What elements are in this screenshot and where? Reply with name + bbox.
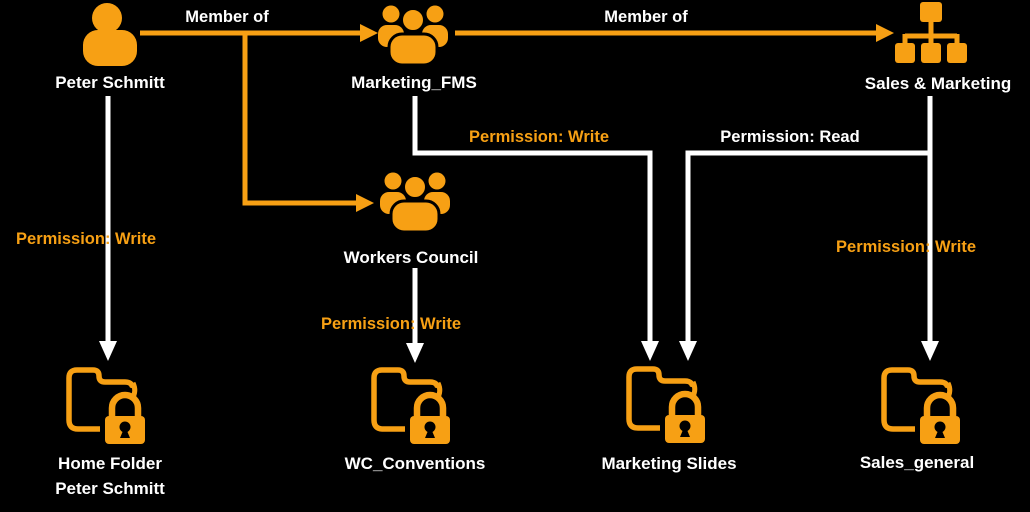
edge-peter-to-home-folder [99,96,117,361]
arrowhead-down-icon [679,341,697,361]
edge-marketing-fms-to-sales-marketing [455,24,894,42]
user-group-icon [378,3,448,65]
edge-label-member-of-marketing-fms: Member of [604,8,688,26]
node-label-wc-conventions: WC_Conventions [344,454,486,473]
edge-workers-council-to-wc-conventions [406,268,424,363]
node-label-home-folder: Home Folder Peter Schmitt [55,451,165,501]
arrowhead-right-icon [356,194,374,212]
edge-sales-marketing-to-marketing-slides [679,150,930,361]
locked-folder-icon [66,363,150,447]
edge-label-permission-write-sales-general: Permission: Write [836,238,976,256]
edge-label-member-of-peter: Member of [185,8,269,26]
locked-folder-icon [626,362,710,446]
arrowhead-down-icon [921,341,939,361]
edge-label-permission-write-wc: Permission: Write [321,315,461,333]
arrowhead-down-icon [641,341,659,361]
arrowhead-right-icon [876,24,894,42]
edge-label-permission-read-marketing-slides: Permission: Read [720,128,860,146]
edge-line [242,33,356,206]
edge-label-permission-write-marketing-slides: Permission: Write [469,128,609,146]
arrowhead-down-icon [99,341,117,361]
arrowhead-right-icon [360,24,378,42]
node-label-sales-marketing: Sales & Marketing [864,74,1012,93]
edge-sales-marketing-to-sales-general [921,96,939,361]
node-label-peter-schmitt: Peter Schmitt [55,73,165,92]
node-label-home-folder-line1: Home Folder [58,454,162,473]
edge-line [412,96,653,341]
edge-peter-to-marketing-fms [140,24,378,42]
locked-folder-icon [371,363,455,447]
arrowhead-down-icon [406,343,424,363]
edge-peter-to-workers-council [242,33,374,212]
user-group-icon [380,170,450,232]
edge-label-permission-write-home: Permission: Write [16,230,156,248]
node-label-home-folder-line2: Peter Schmitt [55,479,165,498]
user-icon [83,2,137,66]
node-label-workers-council: Workers Council [343,248,479,267]
node-label-sales-general: Sales_general [859,453,975,472]
org-chart-icon [895,2,967,63]
edge-marketing-fms-to-marketing-slides [412,96,659,361]
locked-folder-icon [881,363,965,447]
node-label-marketing-fms: Marketing_FMS [351,73,477,92]
edge-line [685,150,930,341]
node-label-marketing-slides: Marketing Slides [601,454,737,473]
